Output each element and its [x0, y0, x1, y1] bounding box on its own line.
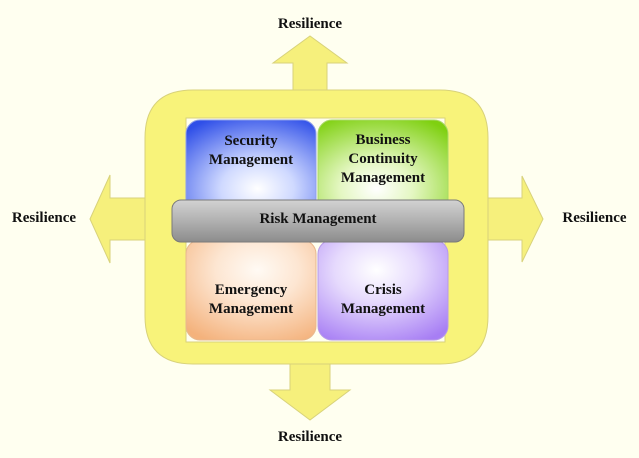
resilience-label-bottom: Resilience — [277, 429, 343, 445]
crisis-management-label: Crisis Management — [340, 282, 426, 317]
risk-management-label: Risk Management — [259, 211, 377, 227]
resilience-label-left: Resilience — [11, 210, 77, 226]
business-continuity-label: Business Continuity Management — [340, 131, 426, 186]
resilience-label-right: Resilience — [562, 210, 627, 226]
emergency-management-label: Emergency Management — [208, 282, 294, 317]
resilience-label-top: Resilience — [277, 16, 343, 32]
risk-management-bar — [171, 199, 465, 243]
security-management-label: Security Management — [208, 133, 294, 168]
